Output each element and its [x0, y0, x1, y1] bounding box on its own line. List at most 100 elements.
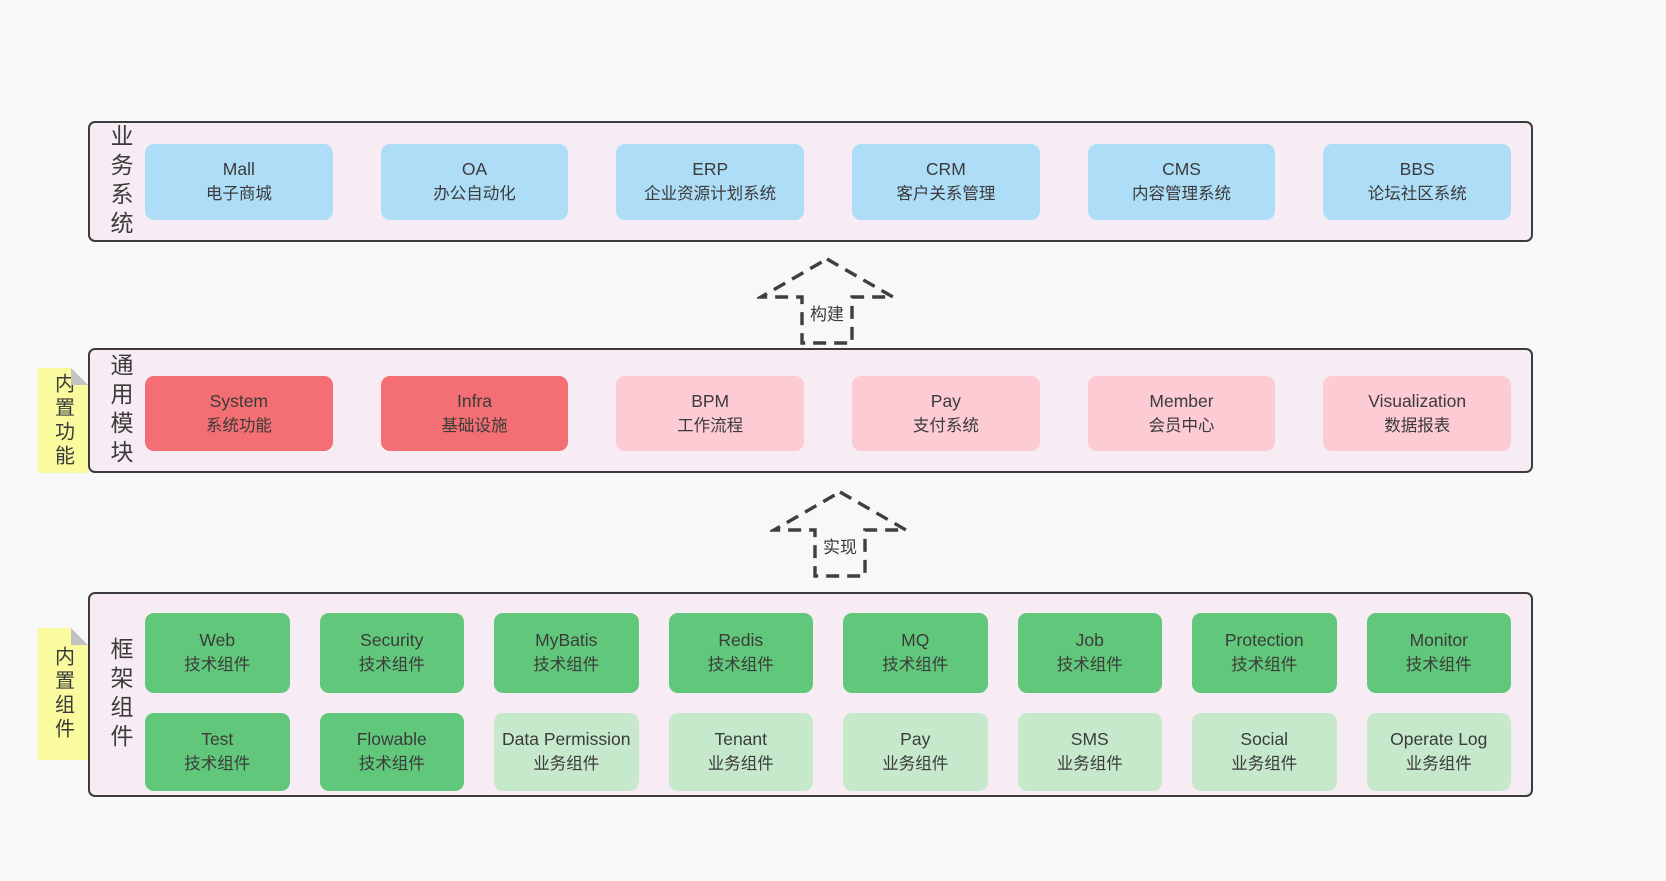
- box-subtitle: 技术组件: [533, 656, 600, 675]
- box-title: Operate Log: [1390, 729, 1488, 750]
- business-systems-label: 业务系统: [107, 123, 133, 240]
- box-title: MyBatis: [535, 630, 598, 651]
- business-box-row: Mall 电子商城 OA 办公自动化 ERP 企业资源计划系统 CRM 客户关系…: [145, 144, 1512, 220]
- box-subtitle: 技术组件: [184, 755, 251, 774]
- box-subtitle: 业务组件: [707, 755, 774, 774]
- box-title: MQ: [901, 630, 930, 651]
- box-subtitle: 工作流程: [677, 416, 744, 435]
- box-sms: SMS 业务组件: [1017, 713, 1162, 791]
- box-subtitle: 系统功能: [205, 416, 272, 435]
- box-subtitle: 技术组件: [882, 656, 949, 675]
- box-title: Pay: [900, 729, 931, 750]
- box-title: Flowable: [356, 729, 427, 750]
- framework-components-label: 框架组件: [107, 636, 133, 753]
- box-title: Security: [360, 630, 424, 651]
- box-tenant: Tenant 业务组件: [668, 713, 813, 791]
- box-subtitle: 支付系统: [912, 416, 979, 435]
- box-subtitle: 业务组件: [1405, 755, 1472, 774]
- box-protection: Protection 技术组件: [1192, 613, 1337, 693]
- box-title: BPM: [691, 390, 730, 411]
- box-subtitle: 业务组件: [533, 755, 600, 774]
- box-subtitle: 技术组件: [358, 656, 425, 675]
- box-redis: Redis 技术组件: [668, 613, 813, 693]
- implement-arrow: 实现: [770, 488, 910, 580]
- box-subtitle: 技术组件: [358, 755, 425, 774]
- box-flowable: Flowable 技术组件: [319, 713, 464, 791]
- builtin-components-sticky: 内置组件: [38, 628, 88, 760]
- box-subtitle: 电子商城: [205, 185, 272, 204]
- box-data-permission: Data Permission 业务组件: [494, 713, 639, 791]
- framework-components-panel: 框架组件 Web 技术组件 Security 技术组件 MyBatis 技术组件…: [88, 592, 1533, 797]
- box-title: Web: [199, 630, 236, 651]
- box-member: Member 会员中心: [1087, 376, 1276, 451]
- box-subtitle: 数据报表: [1384, 416, 1451, 435]
- box-title: Data Permission: [502, 729, 631, 750]
- box-subtitle: 技术组件: [1056, 656, 1123, 675]
- box-title: SMS: [1070, 729, 1109, 750]
- builtin-components-label: 内置组件: [51, 646, 74, 742]
- box-title: System: [209, 390, 269, 411]
- box-pay: Pay 支付系统: [852, 376, 1040, 451]
- box-subtitle: 技术组件: [1231, 656, 1298, 675]
- box-oa: OA 办公自动化: [380, 144, 569, 220]
- box-title: CMS: [1162, 159, 1201, 180]
- components-box-row-2: Test 技术组件 Flowable 技术组件 Data Permission …: [145, 713, 1511, 791]
- box-title: Visualization: [1368, 390, 1467, 411]
- box-subtitle: 技术组件: [707, 656, 774, 675]
- box-subtitle: 业务组件: [1056, 755, 1123, 774]
- modules-box-row: System 系统功能 Infra 基础设施 BPM 工作流程 Pay 支付系统…: [145, 376, 1512, 451]
- box-title: Mall: [222, 159, 255, 180]
- box-bbs: BBS 论坛社区系统: [1323, 144, 1512, 220]
- box-subtitle: 业务组件: [882, 755, 949, 774]
- box-subtitle: 会员中心: [1148, 416, 1215, 435]
- box-title: Job: [1075, 630, 1104, 651]
- box-title: Member: [1149, 390, 1214, 411]
- implement-arrow-label: 实现: [819, 532, 861, 559]
- box-mq: MQ 技术组件: [843, 613, 988, 693]
- box-subtitle: 办公自动化: [433, 185, 516, 204]
- box-subtitle: 基础设施: [441, 416, 508, 435]
- box-mybatis: MyBatis 技术组件: [494, 613, 639, 693]
- box-title: OA: [461, 159, 488, 180]
- box-test: Test 技术组件: [145, 713, 290, 791]
- common-modules-panel: 通用模块 System 系统功能 Infra 基础设施 BPM 工作流程 Pay…: [88, 348, 1533, 473]
- builtin-functions-sticky: 内置功能: [38, 368, 88, 473]
- box-subtitle: 技术组件: [184, 656, 251, 675]
- box-bpm: BPM 工作流程: [616, 376, 805, 451]
- box-security: Security 技术组件: [319, 613, 464, 693]
- box-mall: Mall 电子商城: [145, 144, 333, 220]
- box-social: Social 业务组件: [1192, 713, 1337, 791]
- box-monitor: Monitor 技术组件: [1366, 613, 1511, 693]
- box-subtitle: 内容管理系统: [1132, 185, 1232, 204]
- box-subtitle: 企业资源计划系统: [644, 185, 777, 204]
- box-title: Pay: [930, 390, 961, 411]
- box-web: Web 技术组件: [145, 613, 290, 693]
- box-subtitle: 论坛社区系统: [1367, 185, 1467, 204]
- box-title: Test: [201, 729, 234, 750]
- components-box-row-1: Web 技术组件 Security 技术组件 MyBatis 技术组件 Redi…: [145, 613, 1511, 693]
- box-cms: CMS 内容管理系统: [1087, 144, 1276, 220]
- box-title: Infra: [456, 390, 493, 411]
- box-visualization: Visualization 数据报表: [1323, 376, 1512, 451]
- common-modules-label: 通用模块: [107, 352, 133, 469]
- box-crm: CRM 客户关系管理: [852, 144, 1040, 220]
- box-title: Redis: [718, 630, 764, 651]
- box-title: BBS: [1399, 159, 1435, 180]
- box-title: Monitor: [1409, 630, 1468, 651]
- box-title: CRM: [925, 159, 966, 180]
- business-systems-panel: 业务系统 Mall 电子商城 OA 办公自动化 ERP 企业资源计划系统 CRM…: [88, 121, 1533, 242]
- box-system: System 系统功能: [145, 376, 333, 451]
- box-title: Social: [1240, 729, 1289, 750]
- box-title: Tenant: [714, 729, 768, 750]
- box-erp: ERP 企业资源计划系统: [616, 144, 805, 220]
- box-operate-log: Operate Log 业务组件: [1366, 713, 1511, 791]
- box-subtitle: 客户关系管理: [896, 185, 996, 204]
- box-subtitle: 技术组件: [1405, 656, 1472, 675]
- box-infra: Infra 基础设施: [380, 376, 569, 451]
- box-job: Job 技术组件: [1017, 613, 1162, 693]
- build-arrow-label: 构建: [806, 299, 848, 326]
- box-title: Protection: [1224, 630, 1304, 651]
- box-subtitle: 业务组件: [1231, 755, 1298, 774]
- box-pay-biz: Pay 业务组件: [843, 713, 988, 791]
